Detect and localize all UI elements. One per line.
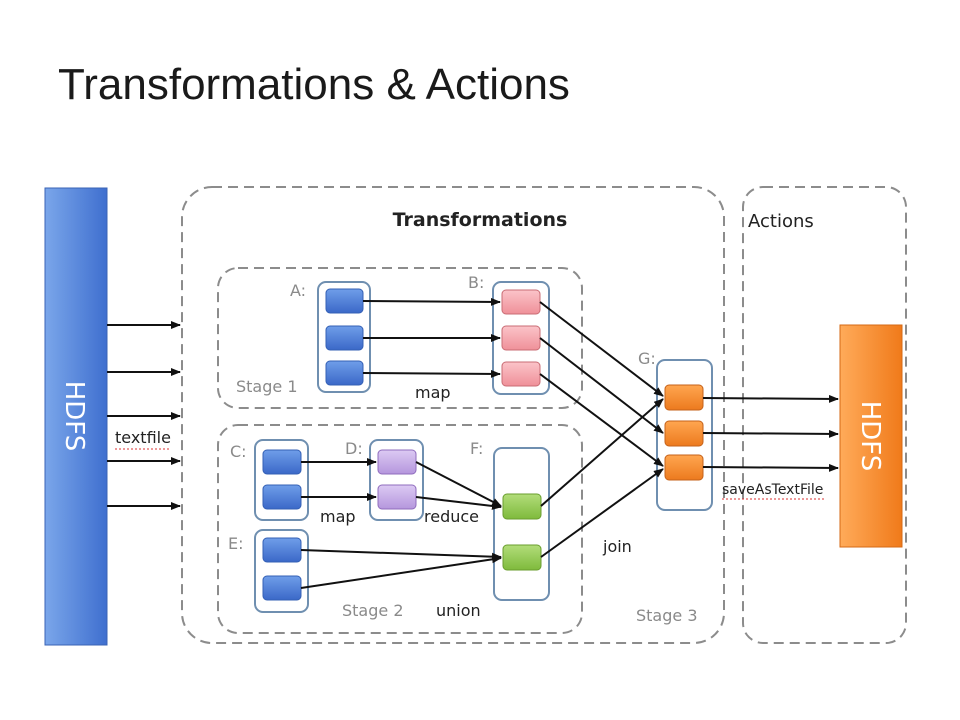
rdd-e-label: E: bbox=[228, 534, 244, 553]
partition bbox=[325, 360, 364, 386]
partition bbox=[377, 449, 417, 475]
rdd-c-label: C: bbox=[230, 442, 247, 461]
rdd-b: B: bbox=[468, 273, 550, 395]
hdfs-output-label: HDFS bbox=[855, 401, 885, 472]
op-union: union bbox=[436, 601, 481, 620]
hdfs-input-label: HDFS bbox=[59, 381, 89, 452]
rdd-g-label: G: bbox=[638, 349, 656, 368]
partition bbox=[502, 493, 542, 520]
op-map-stage2: map bbox=[320, 507, 356, 526]
rdd-f-label: F: bbox=[470, 439, 483, 458]
partition bbox=[325, 325, 364, 351]
actions-label: Actions bbox=[748, 211, 814, 232]
partition bbox=[262, 449, 302, 475]
rdd-d-label: D: bbox=[345, 439, 363, 458]
partition bbox=[664, 420, 704, 447]
hdfs-input: HDFS bbox=[44, 187, 108, 646]
rdd-f: F: bbox=[470, 439, 550, 601]
stage-2-region bbox=[217, 424, 583, 634]
stage-1-region bbox=[217, 267, 583, 409]
partition bbox=[262, 537, 302, 563]
slide-title: Transformations & Actions bbox=[58, 60, 570, 109]
rdd-e: E: bbox=[228, 529, 309, 613]
partition bbox=[377, 484, 417, 510]
partition bbox=[664, 384, 704, 411]
partition bbox=[502, 544, 542, 571]
transformations-region bbox=[181, 186, 725, 644]
stage-2-label: Stage 2 bbox=[342, 601, 404, 620]
rdd-g: G: bbox=[638, 349, 713, 511]
partition bbox=[262, 575, 302, 601]
input-arrows bbox=[107, 321, 181, 510]
partition bbox=[501, 289, 541, 315]
textfile-label: textfile bbox=[115, 428, 171, 447]
rdd-d: D: bbox=[345, 439, 424, 521]
partition bbox=[262, 484, 302, 510]
dependency-edges bbox=[300, 297, 839, 589]
partition bbox=[325, 288, 364, 314]
stage-1-label: Stage 1 bbox=[236, 377, 298, 396]
hdfs-output: HDFS bbox=[839, 324, 903, 548]
op-reduce: reduce bbox=[424, 507, 479, 526]
partition bbox=[664, 454, 704, 481]
rdd-b-label: B: bbox=[468, 273, 484, 292]
partition bbox=[501, 325, 541, 351]
rdd-a: A: bbox=[290, 281, 371, 393]
op-join: join bbox=[602, 537, 632, 556]
transformations-label: Transformations bbox=[393, 209, 568, 231]
rdd-a-label: A: bbox=[290, 281, 306, 300]
op-save-as-text-file: saveAsTextFile bbox=[722, 482, 823, 498]
actions-region bbox=[742, 186, 907, 644]
rdd-c: C: bbox=[230, 439, 309, 521]
stage-3-label: Stage 3 bbox=[636, 606, 698, 625]
op-map-stage1: map bbox=[415, 383, 451, 402]
partition bbox=[501, 361, 541, 387]
